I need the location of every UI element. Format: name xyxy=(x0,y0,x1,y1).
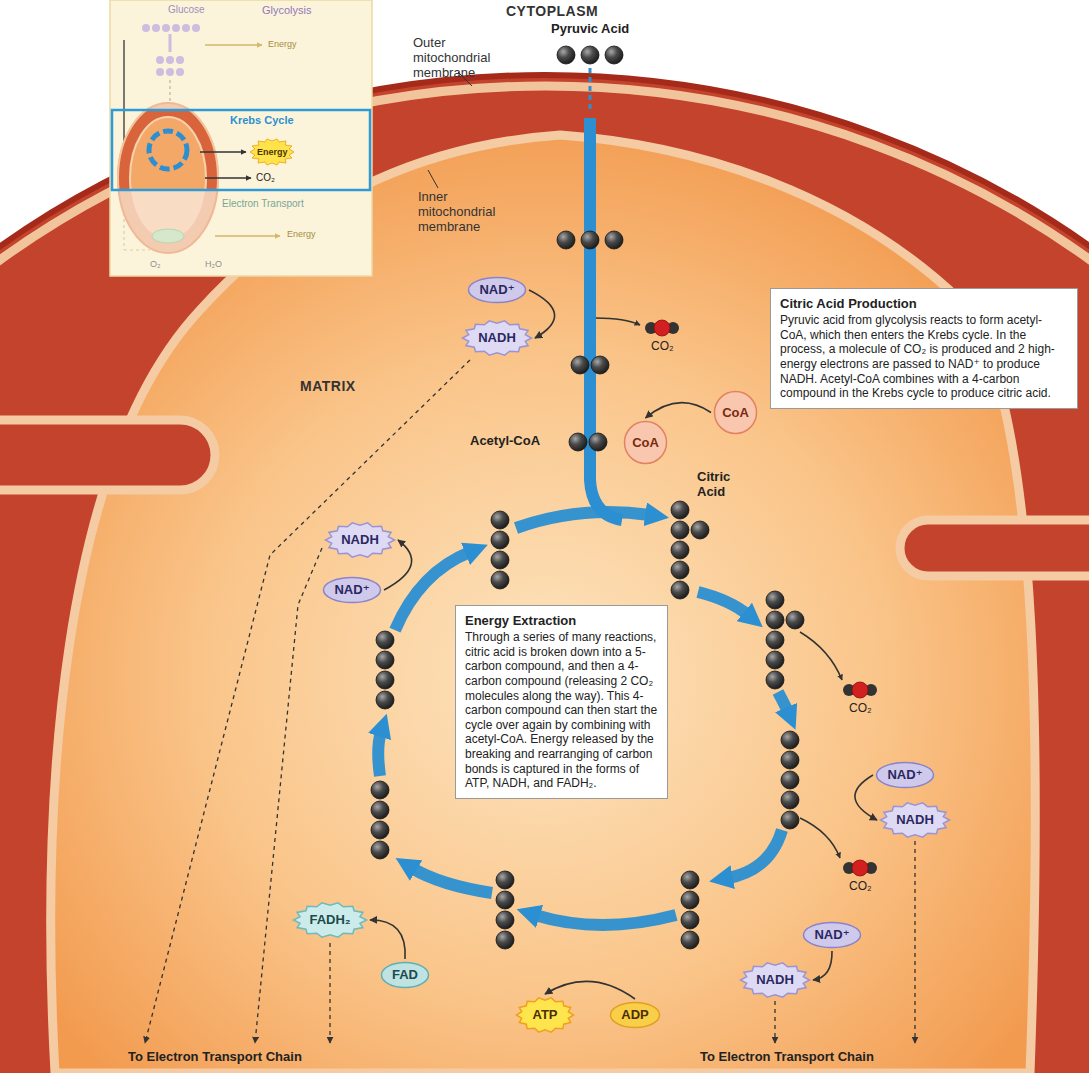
box-body: Through a series of many reactions, citr… xyxy=(465,630,658,791)
reaction-arrow xyxy=(855,775,877,820)
badge-text: NADH xyxy=(341,532,379,548)
badge-text: FAD xyxy=(392,967,418,983)
badge-text: NADH xyxy=(896,812,934,828)
reaction-arrow xyxy=(646,403,712,418)
adp-badge: ADP xyxy=(609,1001,661,1029)
inset-label: Energy xyxy=(257,147,288,157)
nad-plus-badge-shape xyxy=(877,763,934,788)
coa-circle-shape xyxy=(715,392,757,434)
nadh-starburst: NADH xyxy=(324,521,396,559)
badge-text: NAD⁺ xyxy=(334,582,369,598)
molecule-label: Acetyl-CoA xyxy=(470,434,540,449)
fadh2-starburst: FADH₂ xyxy=(292,901,368,939)
badge-text: ATP xyxy=(532,1007,557,1023)
inset-label: Energy xyxy=(287,229,316,239)
box-body: Pyruvic acid from glycolysis reacts to f… xyxy=(780,313,1068,401)
nad-plus-badge: NAD⁺ xyxy=(802,921,862,949)
region-label: CYTOPLASM xyxy=(506,3,598,19)
nadh-starburst-shape xyxy=(881,803,950,837)
coa-circle-shape xyxy=(625,422,667,464)
molecule-label: Pyruvic Acid xyxy=(551,22,629,37)
reaction-arrow xyxy=(529,290,555,338)
coa-circle: CoA xyxy=(713,390,758,435)
nadh-starburst-shape xyxy=(326,523,395,557)
nad-plus-badge-shape xyxy=(469,278,526,303)
nad-plus-badge-shape xyxy=(804,923,861,948)
fadh2-starburst-shape xyxy=(294,903,367,937)
destination-label: To Electron Transport Chain xyxy=(128,1050,302,1065)
badge-text: NAD⁺ xyxy=(479,282,514,298)
atp-starburst-shape xyxy=(517,998,574,1032)
molecule-label: CO₂ xyxy=(849,702,872,716)
atp-starburst: ATP xyxy=(515,996,575,1034)
membrane-label: Inner mitochondrial membrane xyxy=(418,190,518,235)
nadh-starburst: NADH xyxy=(879,801,951,839)
nad-plus-badge: NAD⁺ xyxy=(875,761,935,789)
fad-badge: FAD xyxy=(380,961,430,989)
nad-plus-badge: NAD⁺ xyxy=(322,576,382,604)
badge-text: NADH xyxy=(756,972,794,988)
info-box: Citric Acid ProductionPyruvic acid from … xyxy=(770,288,1078,409)
molecule-label: Citric Acid xyxy=(697,470,747,500)
badge-text: NAD⁺ xyxy=(814,927,849,943)
reaction-arrow xyxy=(813,951,832,980)
region-label: MATRIX xyxy=(300,378,356,394)
nadh-starburst-shape xyxy=(463,321,532,355)
inset-label: Electron Transport xyxy=(222,198,304,210)
inset-label: Glucose xyxy=(168,4,205,16)
badge-text: NADH xyxy=(478,330,516,346)
reaction-arrow xyxy=(370,920,405,959)
nadh-starburst: NADH xyxy=(461,319,533,357)
badge-text: CoA xyxy=(722,405,749,421)
badge-text: FADH₂ xyxy=(309,912,350,928)
nad-plus-badge-shape xyxy=(324,578,381,603)
inset-label: CO₂ xyxy=(256,172,275,184)
box-heading: Citric Acid Production xyxy=(780,296,1068,311)
badge-text: NAD⁺ xyxy=(887,767,922,783)
inset-label: Energy xyxy=(268,39,297,49)
coa-circle: CoA xyxy=(623,420,668,465)
info-box: Energy ExtractionThrough a series of man… xyxy=(455,605,668,799)
badge-text: CoA xyxy=(632,435,659,451)
nad-plus-badge: NAD⁺ xyxy=(467,276,527,304)
box-heading: Energy Extraction xyxy=(465,613,658,628)
inset-label: Krebs Cycle xyxy=(230,114,294,127)
nadh-starburst: NADH xyxy=(739,961,811,999)
inset-label: O₂ xyxy=(150,259,161,269)
destination-label: To Electron Transport Chain xyxy=(700,1050,874,1065)
adp-badge-shape xyxy=(611,1003,660,1028)
inset-label: Glycolysis xyxy=(262,4,312,17)
nadh-starburst-shape xyxy=(741,963,810,997)
membrane-label: Outer mitochondrial membrane xyxy=(413,36,525,81)
fad-badge-shape xyxy=(382,963,429,988)
reaction-arrow xyxy=(545,981,635,999)
molecule-label: CO₂ xyxy=(651,340,674,354)
molecule-label: CO₂ xyxy=(849,880,872,894)
badge-text: ADP xyxy=(621,1007,648,1023)
inset-label: H₂O xyxy=(205,259,222,269)
